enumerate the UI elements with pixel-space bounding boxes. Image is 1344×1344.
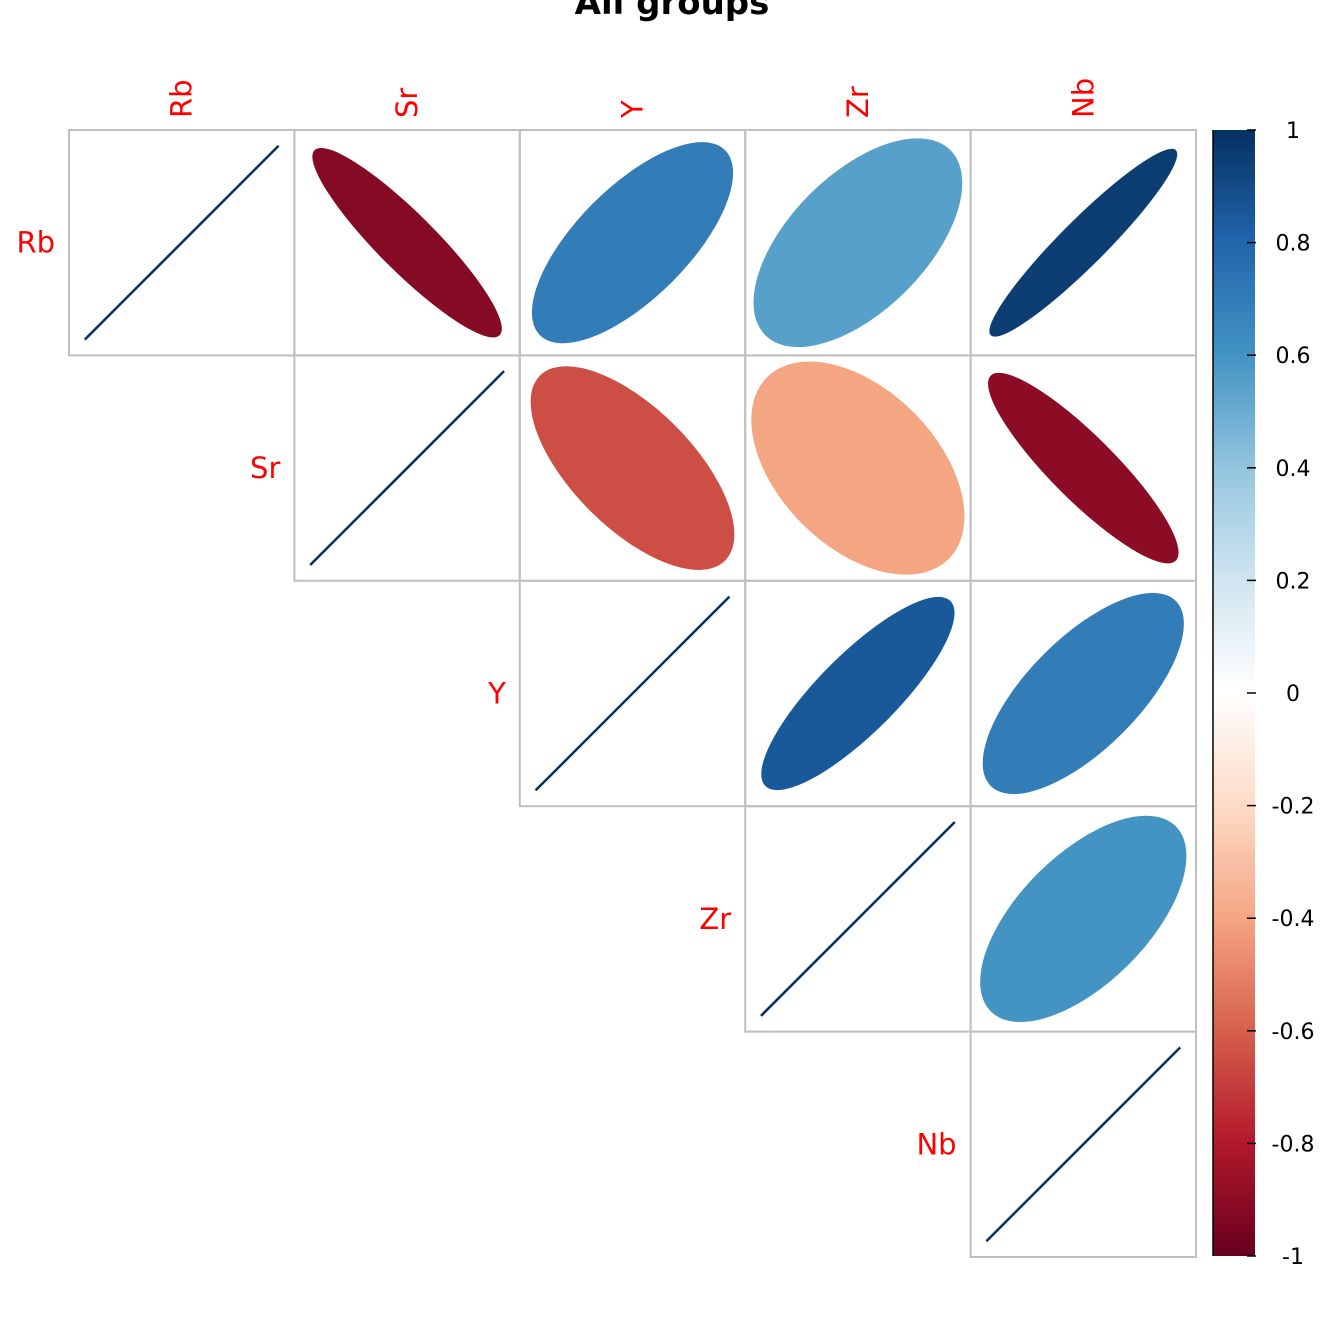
- cell-rb-zr-ellipse: [753, 138, 963, 348]
- colorbar-tick-label: 1: [1286, 119, 1300, 144]
- cell-rb-sr-ellipse: [312, 147, 502, 338]
- colorbar-tick-label: -0.8: [1272, 1132, 1315, 1157]
- column-label-rb: Rb: [165, 79, 199, 118]
- chart-title: All groups: [575, 0, 770, 23]
- row-label-zr: Zr: [699, 902, 731, 936]
- column-label-zr: Zr: [841, 86, 875, 118]
- cell-sr-sr-line: [309, 370, 505, 566]
- row-label-rb: Rb: [16, 226, 55, 260]
- cell-y-y-line: [534, 595, 731, 792]
- colorbar-tick-label: -0.6: [1272, 1020, 1315, 1045]
- colorbar-tick-label: -0.4: [1272, 907, 1315, 932]
- cell-sr-y-ellipse: [530, 366, 735, 570]
- cell-zr-zr-line: [760, 821, 956, 1017]
- column-label-y: Y: [616, 100, 650, 119]
- colorbar-tick-label: 0.2: [1276, 569, 1311, 594]
- cell-y-zr-ellipse: [761, 596, 955, 791]
- column-label-sr: Sr: [390, 88, 424, 118]
- colorbar-tick-label: 0: [1286, 682, 1300, 707]
- cell-zr-nb-ellipse: [980, 815, 1187, 1023]
- cell-rb-rb-line: [83, 144, 280, 341]
- matrix-cells: [68, 129, 1197, 1258]
- cell-rb-nb-ellipse: [989, 148, 1178, 337]
- row-label-sr: Sr: [250, 451, 280, 485]
- column-label-nb: Nb: [1066, 78, 1100, 118]
- colorbar-tick-label: -1: [1282, 1245, 1304, 1270]
- colorbar: 1 0.8 0.6 0.4 0.2 0 -0.2 -0.4 -0.6 -0.8 -1: [1212, 119, 1315, 1270]
- cell-rb-y-ellipse: [531, 142, 734, 344]
- cell-nb-nb-line: [985, 1046, 1182, 1243]
- cell-nb-nb-border: [969, 1030, 1197, 1258]
- cell-y-nb-ellipse: [982, 592, 1184, 795]
- row-label-y: Y: [487, 677, 506, 711]
- cell-sr-zr-ellipse: [751, 361, 965, 575]
- colorbar-tick-label: 0.6: [1276, 344, 1311, 369]
- colorbar-tick-label: 0.8: [1276, 232, 1311, 257]
- colorbar-tick-label: -0.2: [1272, 795, 1315, 820]
- cell-sr-nb-ellipse: [988, 372, 1179, 564]
- row-label-nb: Nb: [916, 1127, 956, 1161]
- colorbar-tick-label: 0.4: [1276, 457, 1311, 482]
